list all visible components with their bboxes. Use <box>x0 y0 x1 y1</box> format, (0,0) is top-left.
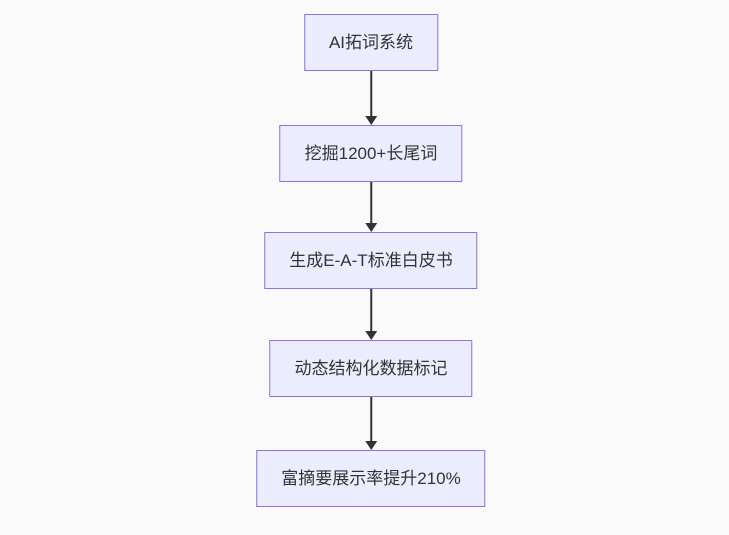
arrow-down-icon <box>364 397 378 450</box>
flowchart-node-eat-whitepaper: 生成E-A-T标准白皮书 <box>264 232 478 289</box>
flowchart: AI拓词系统 挖掘1200+长尾词 生成E-A-T标准白皮书 动态结构化数据标记… <box>256 14 486 507</box>
node-label: 生成E-A-T标准白皮书 <box>289 251 453 270</box>
arrow-down-icon <box>364 182 378 232</box>
node-label: 动态结构化数据标记 <box>294 359 448 378</box>
node-label: AI拓词系统 <box>328 33 414 52</box>
flowchart-node-structured-data-markup: 动态结构化数据标记 <box>269 340 473 397</box>
flowchart-node-longtail-mining: 挖掘1200+长尾词 <box>279 125 463 182</box>
node-label: 挖掘1200+长尾词 <box>304 144 438 163</box>
arrow-down-icon <box>364 71 378 125</box>
arrow-down-icon <box>364 289 378 340</box>
node-label: 富摘要展示率提升210% <box>281 469 461 488</box>
flowchart-node-rich-snippet-result: 富摘要展示率提升210% <box>256 450 486 507</box>
flowchart-node-ai-keyword-system: AI拓词系统 <box>303 14 439 71</box>
